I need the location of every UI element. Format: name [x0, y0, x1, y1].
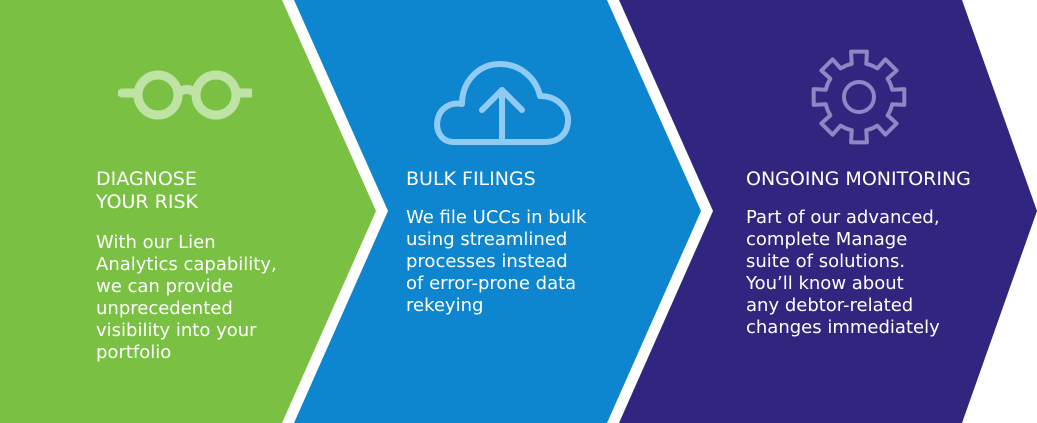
cloud-upload-icon	[434, 61, 572, 145]
step-3-title: ONGOING MONITORING	[746, 168, 971, 190]
gear-outline	[811, 49, 907, 145]
step-2-description: We file UCCs in bulk using streamlined p…	[406, 207, 587, 316]
gear-icon	[811, 49, 907, 145]
step-3-description: Part of our advanced, complete Manage su…	[746, 207, 940, 338]
step-1-title: DIAGNOSE YOUR RISK	[96, 168, 198, 213]
step-2-title: BULK FILINGS	[406, 168, 536, 190]
glasses-icon	[118, 70, 252, 120]
step-3-chevron	[619, 0, 1037, 423]
step-2-chevron	[294, 0, 701, 423]
step-1-description: With our Lien Analytics capability, we c…	[96, 232, 277, 363]
step-1-chevron	[0, 0, 376, 423]
